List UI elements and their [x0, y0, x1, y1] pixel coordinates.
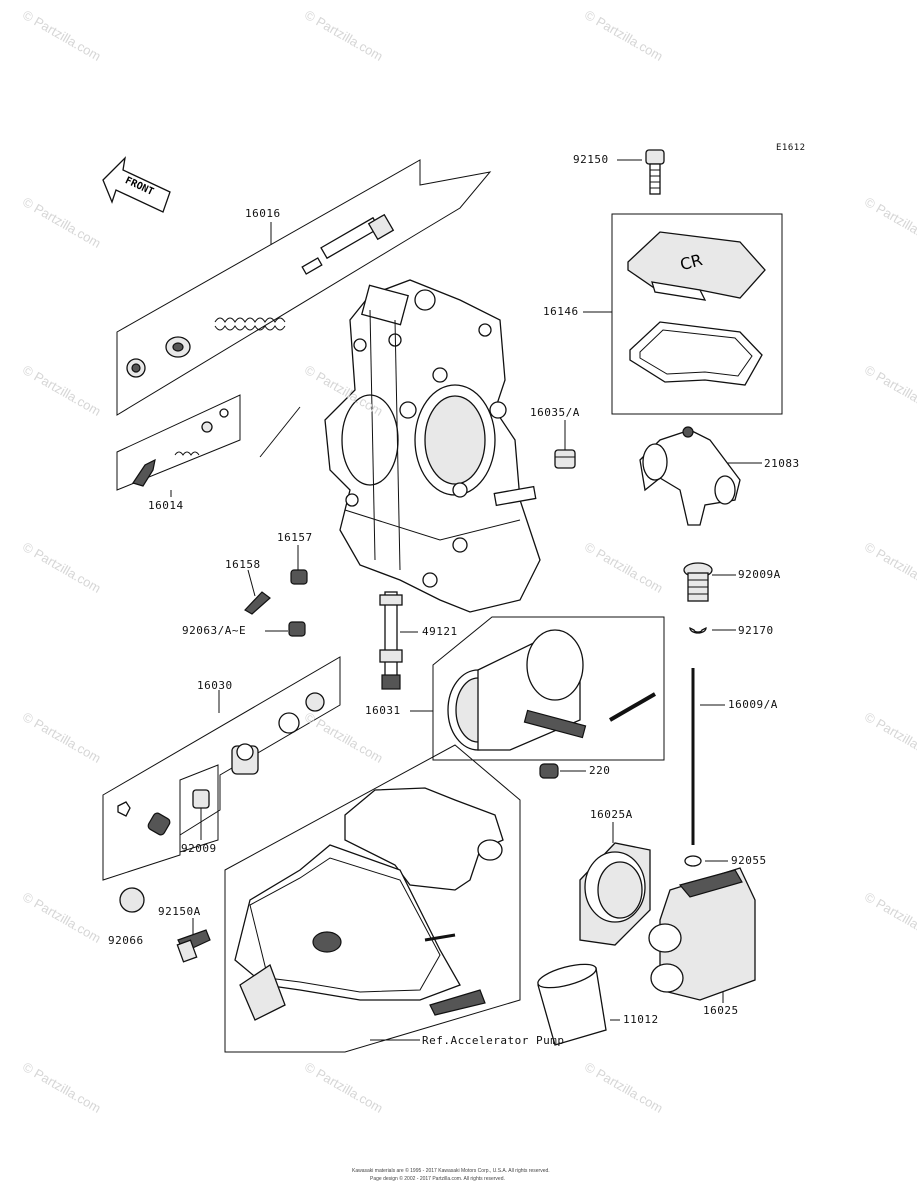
- part-label[interactable]: 16025A: [590, 808, 633, 821]
- part-92150A-bolt: [176, 918, 211, 963]
- part-92150-bolt: [617, 149, 665, 195]
- part-16146-cover: CR: [583, 213, 783, 415]
- part-label[interactable]: 92150A: [158, 905, 201, 918]
- part-label[interactable]: 21083: [764, 457, 800, 470]
- part-11012-boot: [537, 963, 620, 1046]
- part-16014-group: [116, 394, 301, 497]
- part-label[interactable]: 92009: [181, 842, 217, 855]
- part-220-plug: [539, 763, 586, 779]
- part-16157-screw: [290, 545, 308, 585]
- copyright-line-1: Kawasaki materials are © 1995 - 2017 Kaw…: [352, 1168, 550, 1174]
- part-floatbowl-group: [224, 744, 521, 1053]
- part-92063-jet: [265, 621, 306, 637]
- copyright-line-2: Page design © 2002 - 2017 Partzilla.com.…: [370, 1176, 505, 1182]
- part-label[interactable]: 16146: [543, 305, 579, 318]
- part-label[interactable]: 16014: [148, 499, 184, 512]
- part-label[interactable]: 16157: [277, 531, 313, 544]
- part-label[interactable]: 11012: [623, 1013, 659, 1026]
- part-16025A-diaphragm: [579, 822, 651, 946]
- carburetor-body: [324, 279, 541, 613]
- part-92009A-screw: [683, 562, 736, 602]
- part-92066-cap: [119, 887, 145, 913]
- part-label[interactable]: 16031: [365, 704, 401, 717]
- part-label[interactable]: 16158: [225, 558, 261, 571]
- part-16009-needle: [691, 668, 725, 845]
- part-label[interactable]: 92150: [573, 153, 609, 166]
- part-label[interactable]: 92170: [738, 624, 774, 637]
- part-label[interactable]: 92009A: [738, 568, 781, 581]
- part-16035-jet: [554, 420, 576, 469]
- part-label[interactable]: 16035/A: [530, 406, 580, 419]
- part-label[interactable]: 16025: [703, 1004, 739, 1017]
- part-label[interactable]: 16030: [197, 679, 233, 692]
- accelerator-pump-ref[interactable]: Ref.Accelerator Pump: [422, 1034, 565, 1047]
- part-16030-group: [102, 656, 341, 881]
- part-label[interactable]: 220: [589, 764, 611, 777]
- diagram-code: E1612: [776, 143, 806, 153]
- part-92170-clip: [689, 626, 736, 634]
- part-92055-oring: [684, 855, 728, 867]
- part-16031-slide: [410, 616, 665, 761]
- part-16158-screw: [244, 569, 271, 615]
- front-arrow-icon: FRONT: [102, 156, 171, 213]
- part-16025-housing: [648, 867, 756, 1003]
- part-label[interactable]: 49121: [422, 625, 458, 638]
- part-label[interactable]: 92055: [731, 854, 767, 867]
- part-label[interactable]: 92066: [108, 934, 144, 947]
- part-16016-group: [116, 159, 492, 416]
- part-label[interactable]: 92063/A~E: [182, 624, 247, 637]
- part-label[interactable]: 16016: [245, 207, 281, 220]
- part-21083-lever: [639, 426, 762, 526]
- part-label[interactable]: 16009/A: [728, 698, 778, 711]
- part-49121-needle-jet: [379, 591, 418, 690]
